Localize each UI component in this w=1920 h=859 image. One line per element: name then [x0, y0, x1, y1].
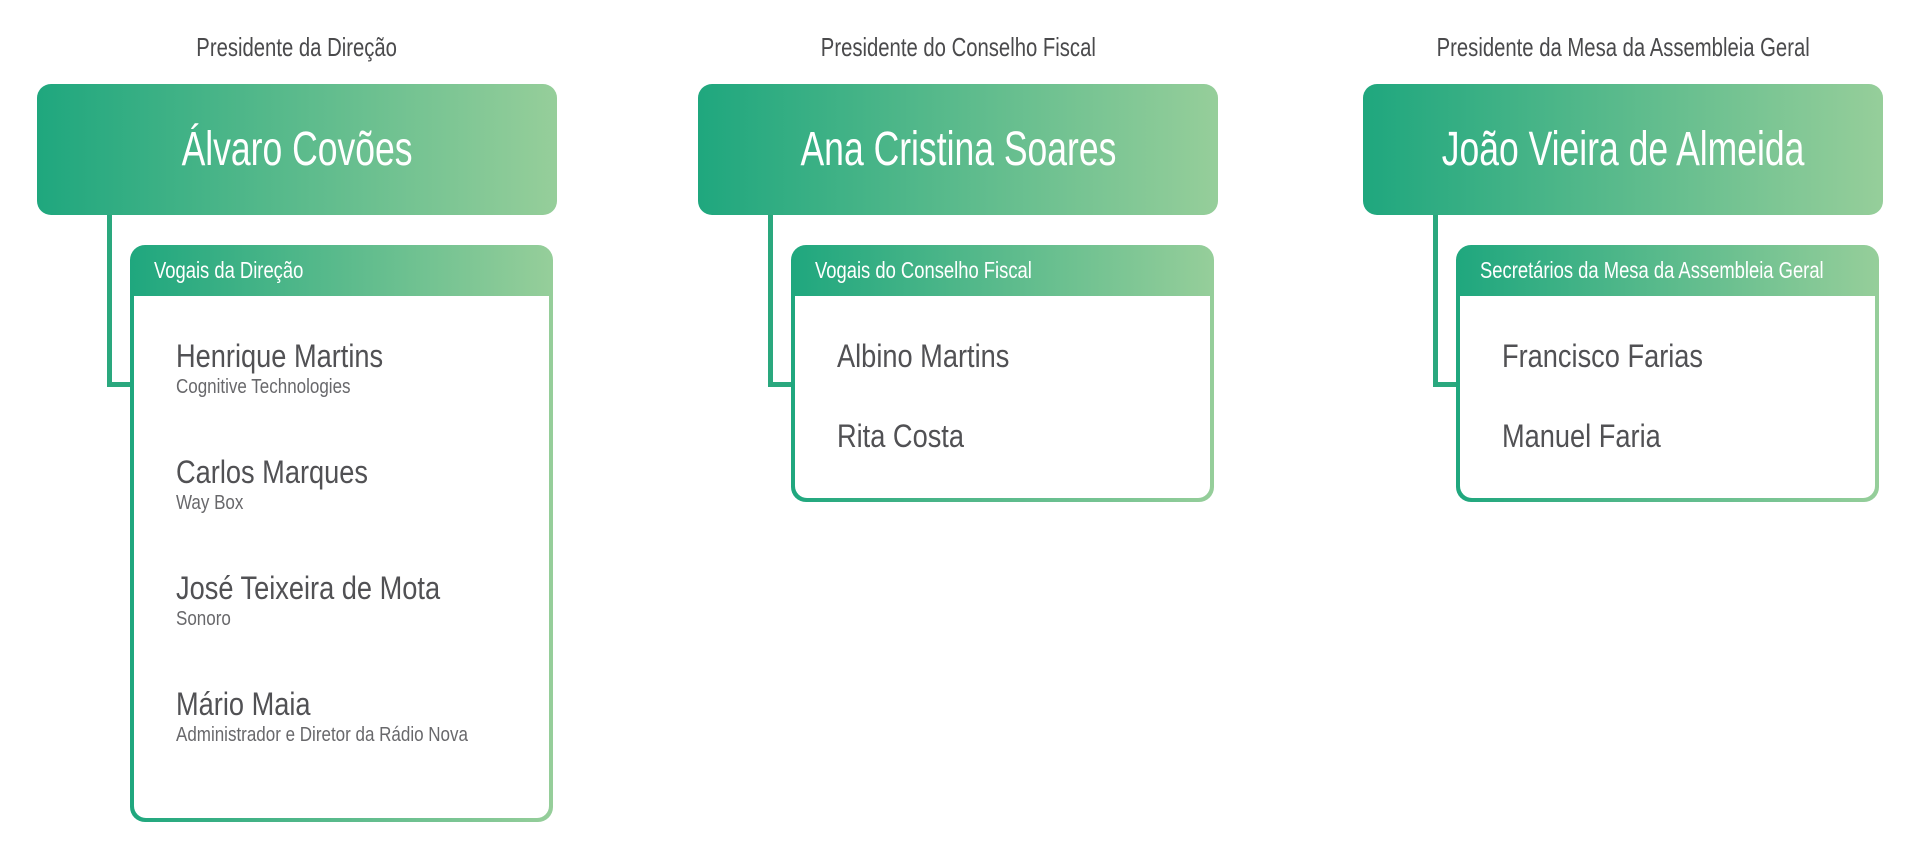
role-label: Presidente do Conselho Fiscal: [698, 32, 1218, 62]
group-box-header: Vogais da Direção: [134, 245, 549, 296]
member-row: Henrique Martins Cognitive Technologies: [176, 338, 541, 401]
member-row: Carlos Marques Way Box: [176, 454, 541, 517]
group-box-header: Vogais do Conselho Fiscal: [795, 245, 1210, 296]
connector-vertical-line: [107, 210, 112, 387]
group-box-secretarios-mesa: Secretários da Mesa da Assembleia Geral …: [1456, 245, 1879, 502]
member-row: Mário Maia Administrador e Diretor da Rá…: [176, 686, 541, 749]
member-row: Albino Martins: [837, 338, 1202, 374]
member-name: Rita Costa: [837, 418, 964, 454]
column-direcao: Presidente da Direção Álvaro Covões Voga…: [37, 0, 557, 859]
member-name: Manuel Faria: [1502, 418, 1661, 454]
role-label: Presidente da Mesa da Assembleia Geral: [1363, 32, 1883, 62]
president-box: João Vieira de Almeida: [1363, 84, 1883, 215]
member-name: Francisco Farias: [1502, 338, 1704, 374]
member-name: Henrique Martins: [176, 338, 384, 374]
connector-vertical-line: [1433, 210, 1438, 387]
group-title: Vogais do Conselho Fiscal: [815, 257, 1032, 283]
group-title: Secretários da Mesa da Assembleia Geral: [1480, 257, 1824, 283]
member-affiliation: Way Box: [176, 492, 244, 514]
group-box-body: Albino Martins Rita Costa: [795, 296, 1210, 498]
role-label-text: Presidente da Direção: [196, 32, 398, 62]
member-name: Albino Martins: [837, 338, 1010, 374]
role-label-text: Presidente da Mesa da Assembleia Geral: [1436, 32, 1810, 62]
member-row: José Teixeira de Mota Sonoro: [176, 570, 541, 633]
president-box: Ana Cristina Soares: [698, 84, 1218, 215]
group-box-body: Francisco Farias Manuel Faria: [1460, 296, 1875, 498]
member-row: Manuel Faria: [1502, 418, 1867, 454]
member-name: José Teixeira de Mota: [176, 570, 441, 606]
member-affiliation: Administrador e Diretor da Rádio Nova: [176, 724, 468, 746]
group-box-body: Henrique Martins Cognitive Technologies …: [134, 296, 549, 818]
president-box: Álvaro Covões: [37, 84, 557, 215]
group-box-vogais-direcao: Vogais da Direção Henrique Martins Cogni…: [130, 245, 553, 822]
group-box-vogais-conselho-fiscal: Vogais do Conselho Fiscal Albino Martins…: [791, 245, 1214, 502]
president-name: Álvaro Covões: [181, 123, 413, 176]
connector-elbow-line: [768, 382, 796, 387]
column-conselho-fiscal: Presidente do Conselho Fiscal Ana Cristi…: [698, 0, 1218, 859]
president-name: Ana Cristina Soares: [800, 123, 1116, 176]
group-box-header: Secretários da Mesa da Assembleia Geral: [1460, 245, 1875, 296]
role-label-text: Presidente do Conselho Fiscal: [820, 32, 1096, 62]
member-row: Rita Costa: [837, 418, 1202, 454]
connector-vertical-line: [768, 210, 773, 387]
column-assembleia-geral: Presidente da Mesa da Assembleia Geral J…: [1363, 0, 1883, 859]
role-label: Presidente da Direção: [37, 32, 557, 62]
member-affiliation: Sonoro: [176, 608, 231, 630]
connector-elbow-line: [1433, 382, 1461, 387]
group-title: Vogais da Direção: [154, 257, 304, 283]
member-affiliation: Cognitive Technologies: [176, 376, 351, 398]
member-row: Francisco Farias: [1502, 338, 1867, 374]
member-name: Mário Maia: [176, 686, 311, 722]
president-name: João Vieira de Almeida: [1441, 123, 1805, 176]
connector-elbow-line: [107, 382, 135, 387]
member-name: Carlos Marques: [176, 454, 368, 490]
